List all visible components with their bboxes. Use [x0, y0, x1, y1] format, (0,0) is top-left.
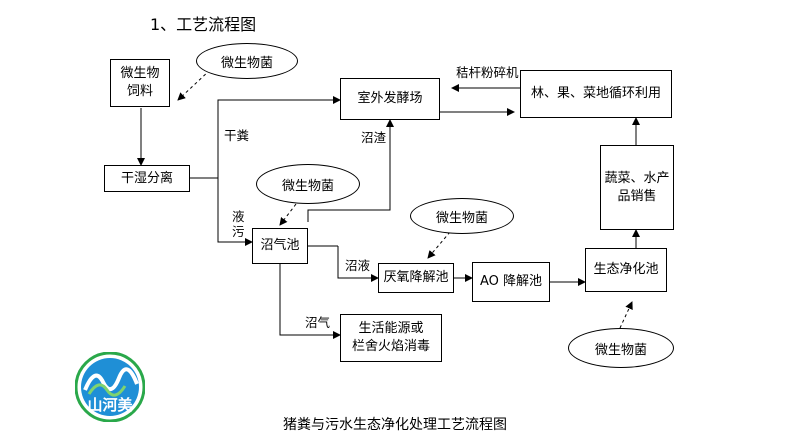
diagram-heading: 1、工艺流程图: [150, 15, 257, 34]
logo-graphic: [75, 352, 145, 422]
node-dry-wet-separation: 干湿分离: [104, 165, 190, 192]
node-energy-disinfection: 生活能源或 栏舍火焰消毒: [340, 314, 442, 362]
node-anaerobic-pit: 厌氧降解池: [378, 263, 454, 293]
label-straw-crusher: 秸杆粉碎机: [456, 65, 519, 80]
arrow-biogas-pit-to-anaerobic: [337, 246, 379, 282]
shanhemei-logo: 山河美: [75, 352, 145, 422]
arrow-biogas-pit-to-energy: [279, 264, 341, 339]
node-orchard-recycling: 林、果、菜地循环利用: [520, 70, 672, 118]
arrow-biogas-pit-to-fermentation: [307, 119, 394, 222]
label-liquid-waste: 液 污: [232, 209, 245, 239]
microbe-ellipse: 微生物菌: [410, 198, 514, 234]
dashed-microbe1-to-feed: [177, 69, 211, 101]
arrow-separation-to-biogas-pit: [217, 178, 253, 246]
arrow-separation-to-fermentation: [190, 96, 341, 179]
node-biogas-pit: 沼气池: [252, 228, 308, 264]
node-outdoor-fermentation: 室外发酵场: [340, 78, 440, 120]
node-eco-purification-pond: 生态净化池: [585, 248, 667, 292]
microbe-ellipse: 微生物菌: [256, 164, 360, 204]
node-microbial-feed: 微生物 饲料: [110, 59, 170, 107]
label-biogas-liquid: 沼液: [345, 258, 371, 273]
dashed-microbe2-to-biogas-pit: [279, 203, 297, 226]
node-vegetable-aquatic-sales: 蔬菜、水产 品销售: [600, 145, 674, 230]
diagram-caption: 猪粪与污水生态净化处理工艺流程图: [283, 417, 507, 433]
label-dry-manure: 干粪: [224, 128, 250, 143]
microbe-ellipse: 微生物菌: [196, 43, 298, 79]
dashed-microbe3-to-anaerobic: [427, 231, 451, 259]
microbe-ellipse: 微生物菌: [568, 328, 674, 368]
logo-text: 山河美: [87, 396, 133, 414]
label-biogas-residue: 沼渣: [361, 130, 387, 145]
node-ao-pit: AO 降解池: [472, 262, 550, 302]
label-biogas: 沼气: [305, 315, 331, 330]
dashed-microbe4-to-eco-pond: [619, 301, 633, 329]
